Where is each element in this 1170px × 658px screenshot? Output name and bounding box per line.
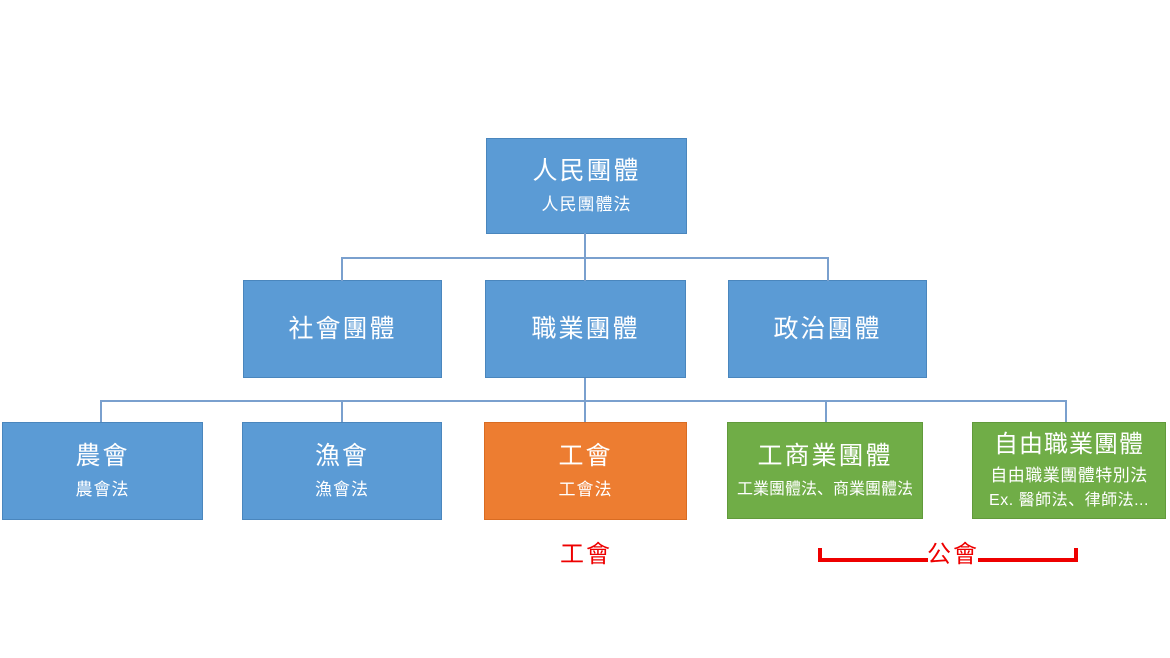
labor-union-annotation: 工會 bbox=[560, 541, 612, 568]
node-people-organizations: 人民團體 人民團體法 bbox=[486, 138, 687, 234]
connector-drop-occupational bbox=[584, 257, 586, 281]
node-title: 自由職業團體 bbox=[994, 431, 1144, 459]
node-title: 政治團體 bbox=[773, 314, 882, 343]
bracket-right-line bbox=[978, 558, 1078, 562]
node-title: 漁會 bbox=[314, 442, 369, 471]
node-title: 農會 bbox=[75, 442, 130, 471]
node-title: 工商業團體 bbox=[757, 442, 893, 471]
node-title: 人民團體 bbox=[532, 157, 641, 186]
bracket-left-line bbox=[818, 558, 928, 562]
node-subtitle: 自由職業團體特別法 bbox=[990, 465, 1148, 485]
connector-drop-social bbox=[341, 257, 343, 281]
node-labor-union: 工會 工會法 bbox=[484, 422, 687, 520]
node-industrial-commercial-organizations: 工商業團體 工業團體法、商業團體法 bbox=[727, 422, 923, 519]
node-title: 社會團體 bbox=[288, 314, 397, 343]
node-social-organizations: 社會團體 bbox=[243, 280, 442, 378]
node-farmers-association: 農會 農會法 bbox=[2, 422, 203, 520]
connector-drop-industrial bbox=[825, 400, 827, 422]
connector-bottom-horizontal bbox=[100, 400, 1067, 402]
node-liberal-professions-organizations: 自由職業團體 自由職業團體特別法 Ex. 醫師法、律師法... bbox=[972, 422, 1166, 519]
professional-association-annotation: 公會 bbox=[927, 541, 979, 568]
connector-drop-fishermens bbox=[341, 400, 343, 422]
node-fishermens-association: 漁會 漁會法 bbox=[242, 422, 442, 520]
node-subtitle: 農會法 bbox=[75, 480, 130, 500]
node-subtitle: 工業團體法、商業團體法 bbox=[736, 481, 913, 499]
connector-drop-farmers bbox=[100, 400, 102, 422]
node-note: Ex. 醫師法、律師法... bbox=[989, 492, 1149, 510]
node-title: 職業團體 bbox=[531, 314, 640, 343]
node-political-organizations: 政治團體 bbox=[728, 280, 927, 378]
node-subtitle: 人民團體法 bbox=[541, 195, 632, 215]
connector-root-down bbox=[584, 233, 586, 258]
bracket-left-tick bbox=[818, 548, 822, 562]
connector-drop-liberal bbox=[1065, 400, 1067, 422]
node-occupational-organizations: 職業團體 bbox=[485, 280, 686, 378]
connector-drop-political bbox=[827, 257, 829, 281]
node-subtitle: 漁會法 bbox=[315, 480, 369, 500]
node-title: 工會 bbox=[558, 442, 613, 471]
bracket-right-tick bbox=[1074, 548, 1078, 562]
node-subtitle: 工會法 bbox=[558, 480, 613, 500]
